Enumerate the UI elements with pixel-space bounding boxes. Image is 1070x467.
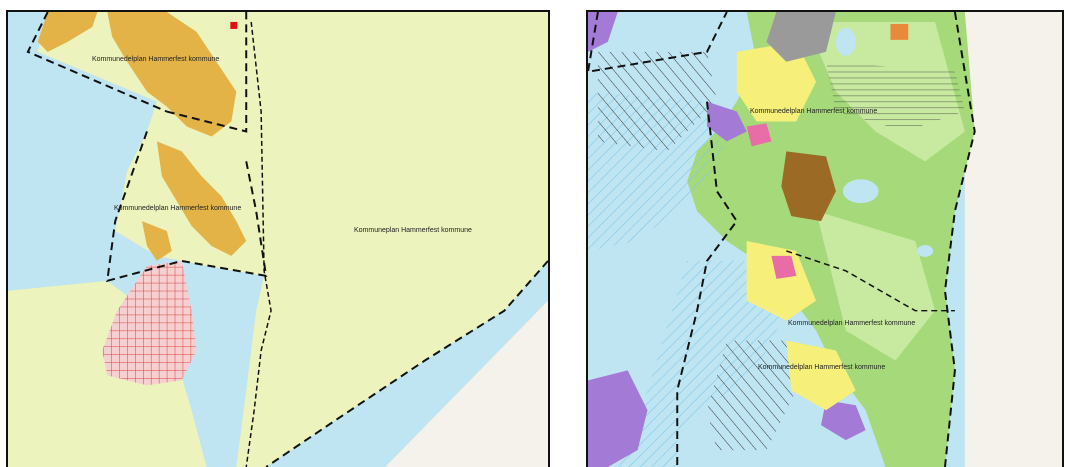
hatched-zone-north	[825, 61, 965, 132]
zone-pink-2	[746, 123, 772, 147]
label-plan-middle: Kommunedelplan Hammerfest kommune	[788, 320, 916, 327]
zone-purple-3	[706, 101, 747, 142]
zone-purple-1	[588, 12, 618, 52]
right-map-panel[interactable]: Kommunedelplan Hammerfest kommune Kommun…	[586, 10, 1064, 467]
zone-yellow-2	[746, 240, 817, 321]
zone-orange-4	[142, 221, 172, 261]
site-marker-icon	[230, 21, 238, 29]
hatched-land-2	[706, 340, 797, 451]
boundary-west	[676, 101, 738, 467]
boundary-internal	[786, 250, 955, 312]
label-plan-lower: Kommunedelplan Hammerfest kommune	[758, 364, 886, 371]
hatched-land-1	[597, 51, 717, 152]
label-plan-upper: Kommunedelplan Hammerfest kommune	[750, 108, 878, 115]
zone-purple-2	[588, 370, 648, 467]
boundary-north	[588, 12, 728, 73]
boundary-east	[943, 12, 976, 467]
boundary-north-2	[166, 12, 248, 133]
boundary-north-1	[26, 12, 168, 113]
left-map-canvas	[8, 12, 548, 467]
zone-yellow-1	[736, 41, 817, 122]
island-land	[8, 310, 108, 467]
zone-orange-marker	[890, 23, 909, 40]
zone-orange-2	[107, 12, 237, 137]
zone-orange-1	[37, 12, 98, 52]
label-plan-north: Kommunedelplan Hammerfest kommune	[92, 56, 220, 63]
left-map-panel[interactable]: Kommunedelplan Hammerfest kommune Kommun…	[6, 10, 550, 467]
zone-orange-3	[156, 141, 247, 256]
zone-brown	[781, 151, 836, 222]
zone-yellow-3	[786, 340, 856, 411]
zone-grey	[766, 12, 836, 62]
hatched-sea-2	[617, 260, 787, 467]
terrain-area	[964, 12, 1062, 467]
label-plan-east: Kommuneplan Hammerfest kommune	[354, 227, 472, 234]
lake-1	[842, 179, 879, 204]
zone-green-light-2	[816, 211, 936, 361]
zone-pink-1	[771, 255, 797, 279]
boundary-municipal	[245, 21, 272, 467]
lake-2	[835, 27, 856, 56]
boundary-south	[265, 260, 548, 467]
grid-zone	[102, 260, 197, 386]
right-map-canvas	[588, 12, 1062, 467]
label-plan-middle: Kommunedelplan Hammerfest kommune	[114, 205, 242, 212]
lake-3	[917, 244, 934, 257]
boundary-middle	[106, 131, 268, 283]
terrain-area	[385, 300, 548, 467]
zone-purple-4	[821, 400, 866, 441]
